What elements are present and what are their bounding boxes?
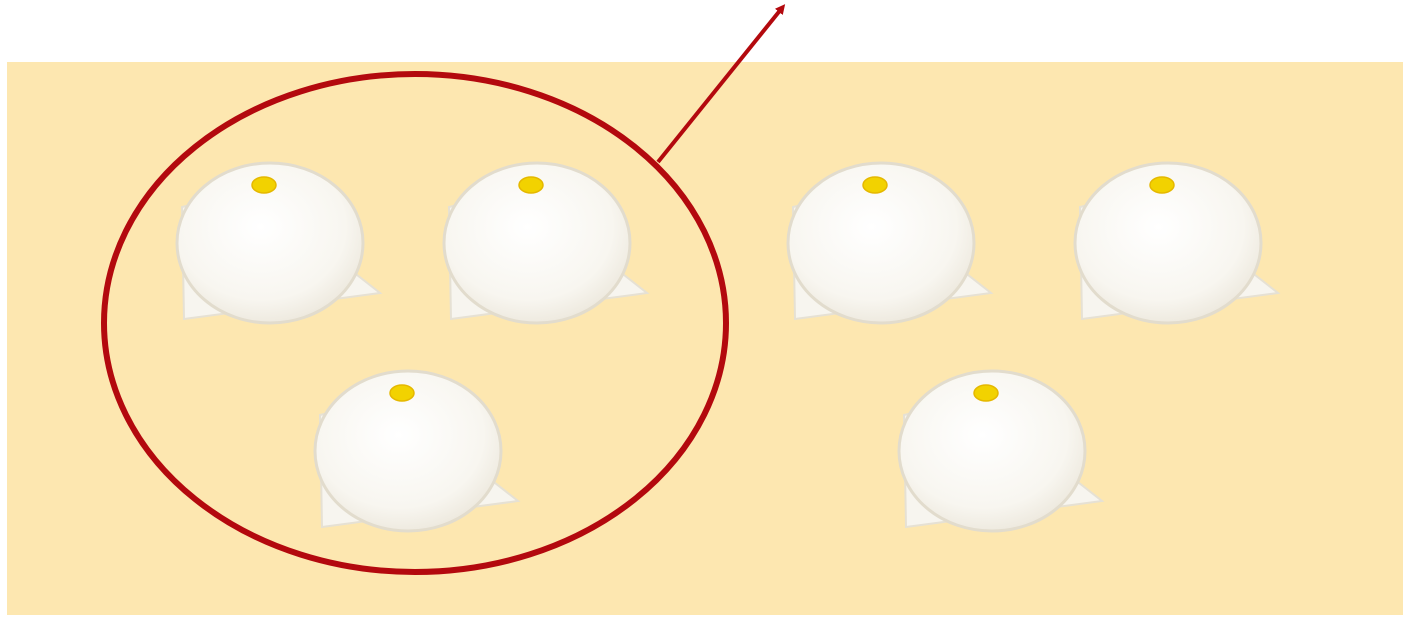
bun-dot — [974, 385, 998, 401]
bun-dot — [519, 177, 543, 193]
bun-dot — [390, 385, 414, 401]
bun-dot — [1150, 177, 1174, 193]
bun-dot — [252, 177, 276, 193]
background-panel — [7, 62, 1403, 615]
bun-dot — [863, 177, 887, 193]
